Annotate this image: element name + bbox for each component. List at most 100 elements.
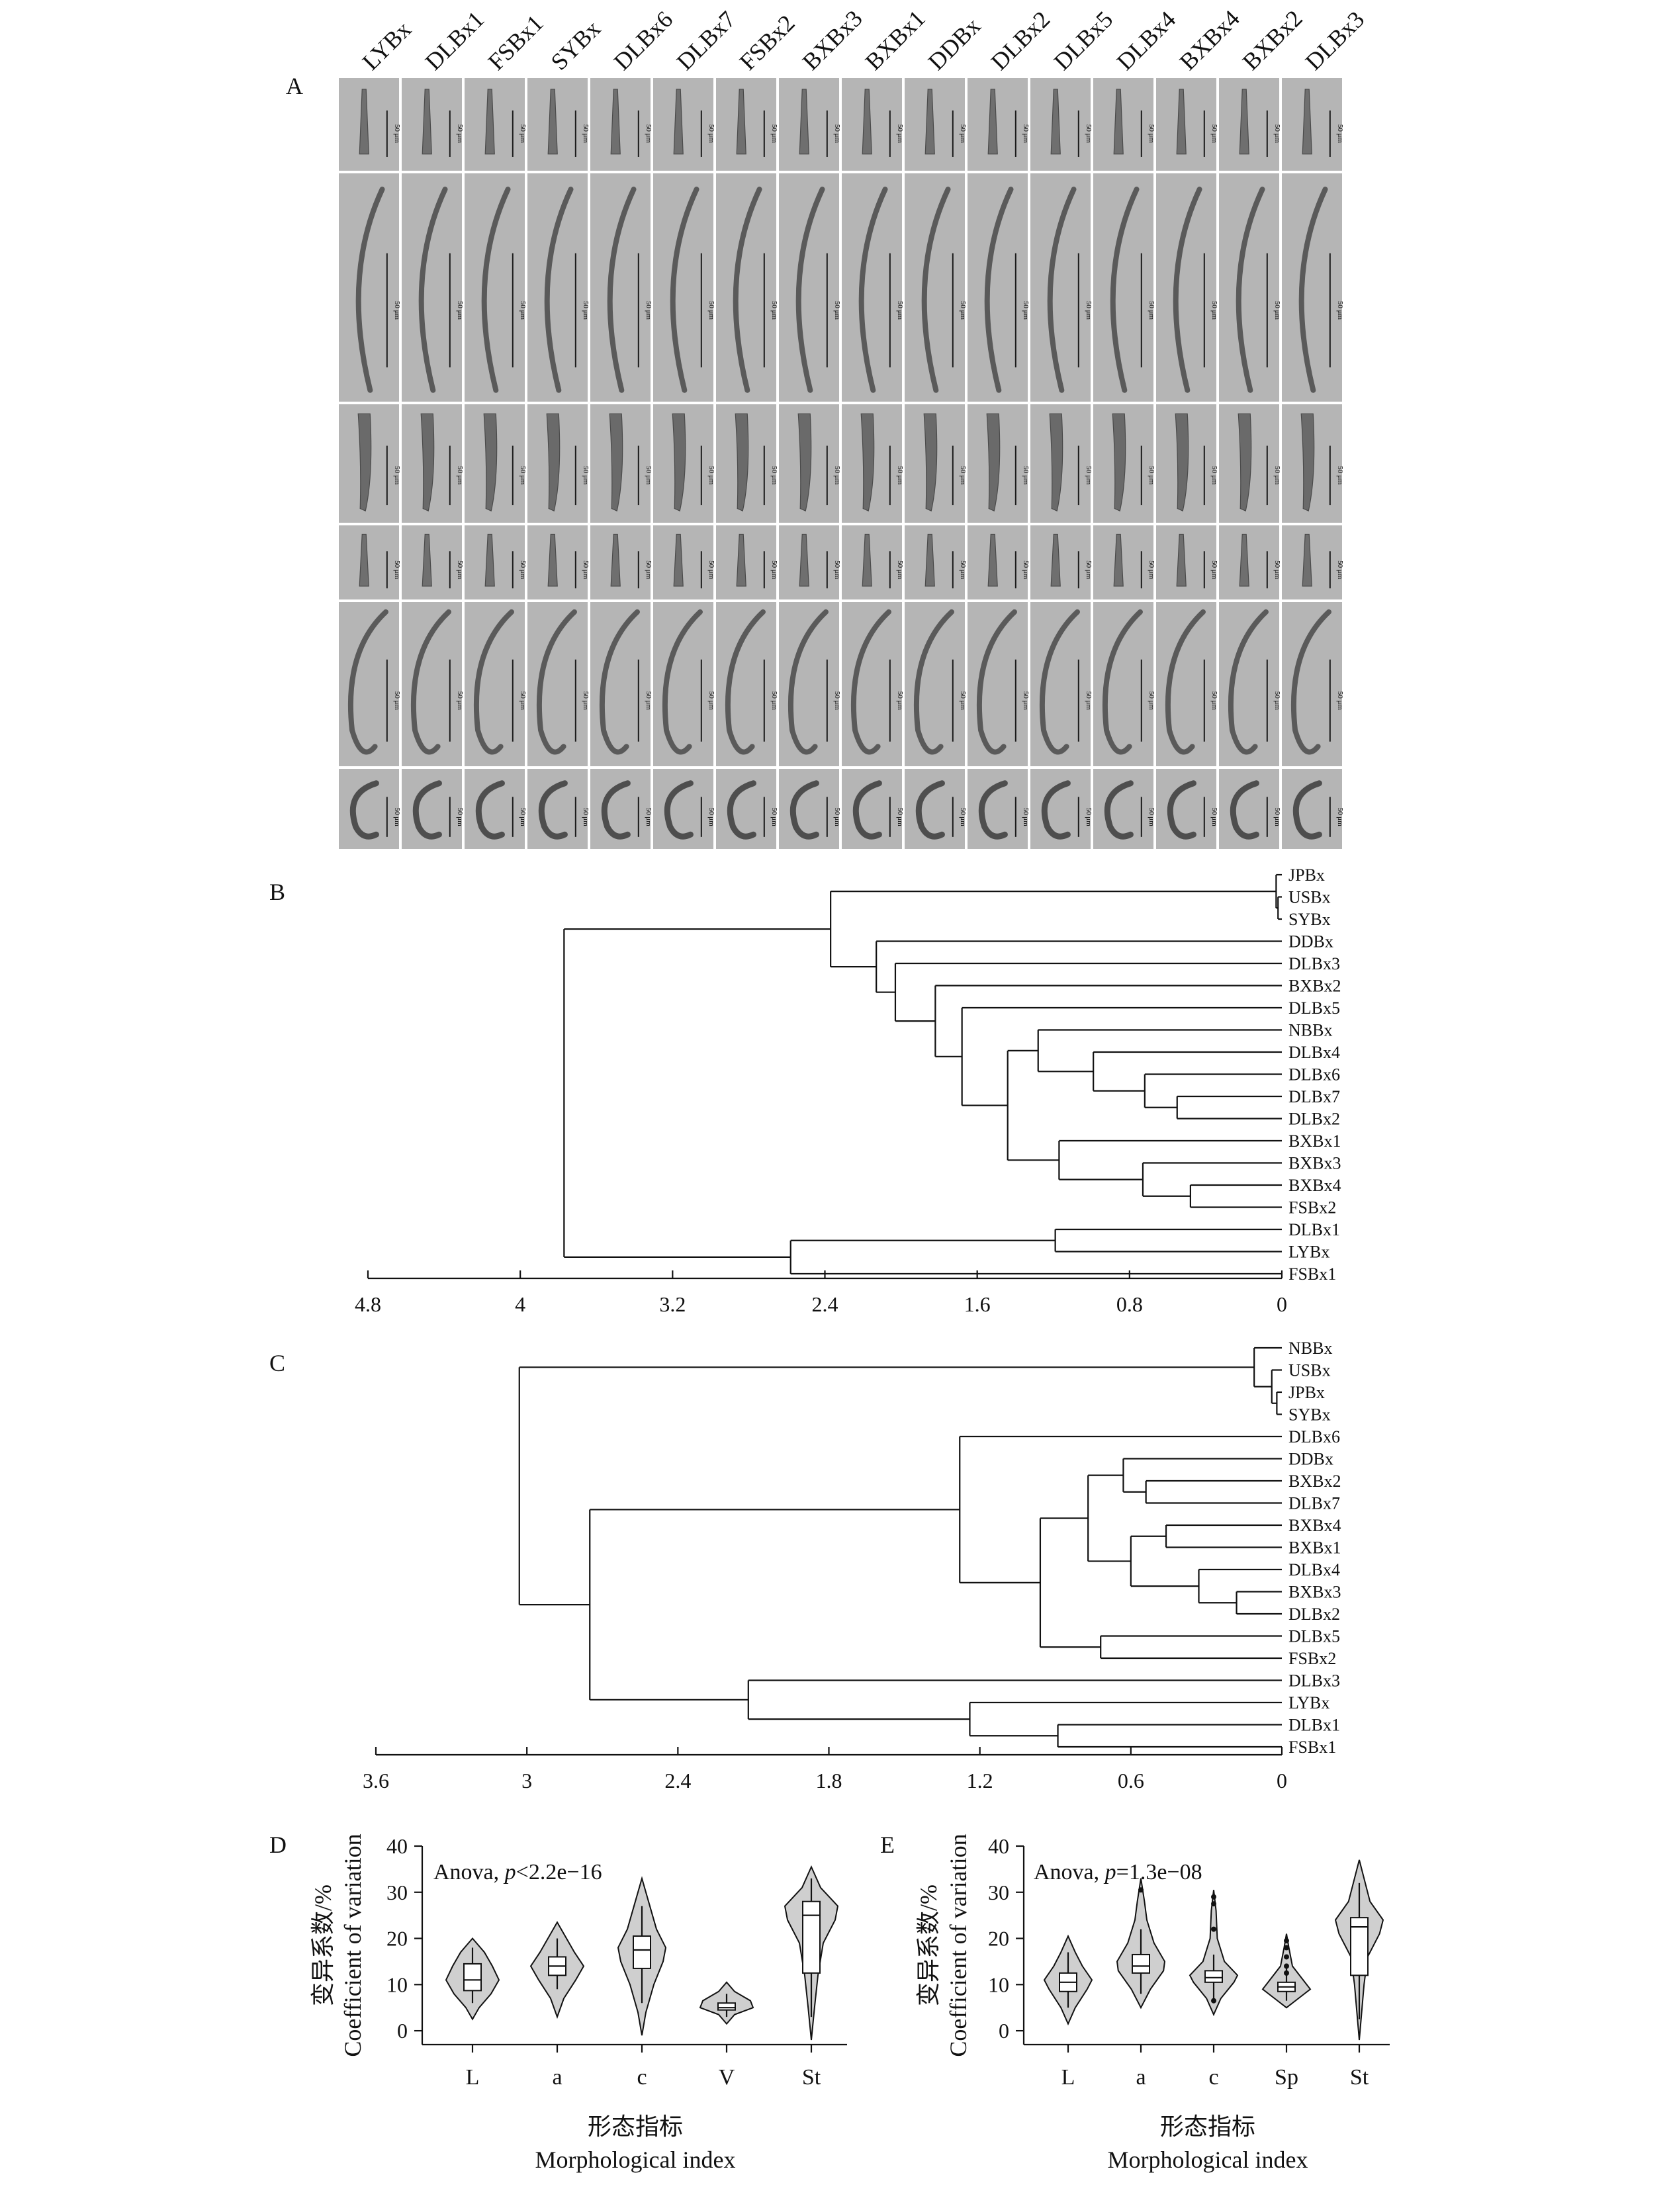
specimen-shape: [475, 780, 505, 840]
box: [717, 2002, 736, 2011]
specimen-shape: [913, 609, 954, 755]
scale-bar-label: 50 μm: [959, 466, 967, 485]
micrograph-background: [968, 173, 1028, 402]
micrograph-cell: 50 μm: [968, 78, 1030, 171]
scale-bar-label: 50 μm: [519, 301, 527, 320]
specimen-shape: [547, 89, 558, 155]
micrograph-cell: 50 μm: [905, 78, 967, 171]
micrograph-cell: 50 μm: [1219, 769, 1281, 849]
x-axis-label-cn: 形态指标: [588, 2113, 683, 2140]
micrograph-background: [716, 173, 776, 402]
specimen-shape: [795, 187, 825, 393]
scale-bar-label: 50 μm: [770, 124, 778, 144]
y-tick-label: 10: [386, 1972, 408, 1996]
y-tick-label: 0: [999, 2019, 1009, 2043]
micrograph-cell: 50 μm: [716, 769, 778, 849]
specimen-shape: [418, 187, 448, 393]
scale-bar-label: 50 μm: [1022, 466, 1030, 485]
micrograph-background: [779, 173, 839, 402]
leaf-label: LYBx: [1288, 1243, 1329, 1262]
specimen-shape: [797, 413, 812, 511]
micrograph-background: [968, 525, 1028, 599]
micrograph-background: [465, 78, 525, 171]
micrograph-cell: 50 μm: [716, 173, 778, 402]
leaf-label: DLBx2: [1288, 1605, 1340, 1624]
micrograph-cell: 50 μm: [527, 769, 590, 849]
specimen-shape: [1176, 533, 1187, 587]
micrograph-cell: 50 μm: [842, 404, 904, 523]
micrograph-background: [339, 525, 399, 599]
leaf-label: DLBx2: [1288, 1110, 1340, 1129]
specimen-shape: [538, 780, 568, 840]
leaf-label: BXBx3: [1288, 1154, 1341, 1173]
micrograph-background: [339, 78, 399, 171]
scale-bar-label: 50 μm: [582, 301, 590, 320]
scale-bar-label: 50 μm: [645, 124, 653, 144]
panel-label-e: E: [880, 1832, 895, 1858]
micrograph-background: [905, 173, 965, 402]
micrograph-background: [465, 602, 525, 766]
micrograph-background: [1282, 525, 1342, 599]
scale-bar-label: 50 μm: [456, 301, 464, 320]
specimen-shape: [1110, 187, 1140, 393]
scale-bar-label: 50 μm: [456, 466, 464, 485]
specimen-shape: [412, 780, 442, 840]
micrograph-cell: 50 μm: [527, 78, 590, 171]
micrograph-cell: 50 μm: [1282, 602, 1344, 766]
scale-bar-label: 50 μm: [519, 560, 527, 580]
scale-bar-label: 50 μm: [1210, 560, 1218, 580]
specimen-shape: [670, 187, 699, 393]
y-tick-label: 20: [988, 1927, 1009, 1951]
specimen-shape: [725, 609, 766, 755]
specimen-shape: [924, 533, 935, 587]
scale-bar-label: 50 μm: [1336, 301, 1344, 320]
column-label: LYBx: [357, 16, 416, 75]
leaf-label: BXBx2: [1288, 1472, 1341, 1491]
micrograph-background: [1282, 602, 1342, 766]
specimen-shape: [789, 780, 819, 840]
micrograph-cell: 50 μm: [1030, 769, 1093, 849]
axis-tick-label: 4: [515, 1292, 525, 1316]
scale-bar-label: 50 μm: [959, 301, 967, 320]
micrograph-cell: 50 μm: [842, 78, 904, 171]
scale-bar-label: 50 μm: [1336, 466, 1344, 485]
leaf-label: LYBx: [1288, 1693, 1329, 1712]
leaf-label: DLBx6: [1288, 1065, 1340, 1084]
leaf-label: DLBx4: [1288, 1560, 1340, 1579]
leaf-label: DLBx3: [1288, 954, 1340, 973]
scale-bar-label: 50 μm: [393, 124, 401, 144]
scale-bar-label: 50 μm: [582, 691, 590, 711]
y-tick-label: 10: [988, 1972, 1009, 1996]
specimen-shape: [410, 609, 451, 755]
specimen-shape: [788, 609, 829, 755]
scale-bar-label: 50 μm: [707, 301, 715, 320]
specimen-shape: [422, 533, 432, 587]
scale-bar-label: 50 μm: [896, 560, 904, 580]
scale-bar-label: 50 μm: [959, 560, 967, 580]
axis-tick-label: 0.6: [1118, 1769, 1144, 1792]
scale-bar-label: 50 μm: [896, 124, 904, 144]
axis-tick-label: 3.2: [659, 1292, 686, 1316]
micrograph-cell: 50 μm: [716, 602, 778, 766]
micrograph-cell: 50 μm: [1093, 525, 1155, 599]
specimen-shape: [1300, 413, 1315, 511]
dendrogram-B: BJPBxUSBxSYBxDDBxDLBx3BXBx2DLBx5NBBxDLBx…: [269, 865, 1341, 1316]
micrograph-background: [1219, 525, 1279, 599]
micrograph-background: [842, 525, 902, 599]
scale-bar-label: 50 μm: [645, 807, 653, 826]
specimen-shape: [601, 780, 631, 840]
specimen-shape: [1302, 533, 1312, 587]
scale-bar-label: 50 μm: [393, 691, 401, 711]
axis-tick-label: 0.8: [1116, 1292, 1143, 1316]
specimen-shape: [473, 609, 514, 755]
micrograph-background: [465, 525, 525, 599]
dendrogram-C: CNBBxUSBxJPBxSYBxDLBx6DDBxBXBx2DLBx7BXBx…: [269, 1339, 1341, 1792]
specimen-shape: [1113, 533, 1124, 587]
scale-bar-label: 50 μm: [1336, 691, 1344, 711]
micrograph-background: [465, 173, 525, 402]
column-label: DLBx7: [672, 6, 741, 75]
specimen-shape: [1238, 413, 1252, 511]
scale-bar-label: 50 μm: [1336, 124, 1344, 144]
micrograph-background: [1219, 78, 1279, 171]
